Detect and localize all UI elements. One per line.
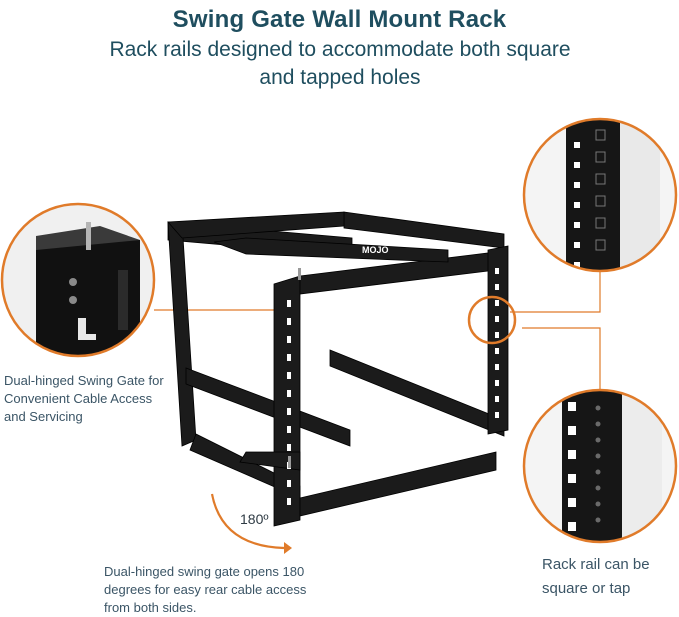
page-subtitle: Rack rails designed to accommodate both … — [40, 36, 640, 92]
caption-rack-rail: Rack rail can be square or tap — [542, 553, 672, 601]
hinge-detail-zoom — [2, 204, 154, 356]
hinge-pins — [288, 268, 301, 468]
caption-rear-access: Dual-hinged swing gate opens 180 degrees… — [104, 563, 334, 617]
hinge-detail-circle — [0, 202, 156, 358]
rail-highlight-circle — [467, 295, 517, 345]
square-hole-rail-circle — [522, 117, 678, 273]
subtitle-line-2: and tapped holes — [259, 66, 421, 89]
square-hole-rail-zoom — [524, 119, 676, 271]
caption-line: and Servicing — [4, 409, 83, 424]
swing-arc-arrow — [210, 493, 292, 554]
angle-label: 180º — [240, 511, 269, 527]
caption-swing-gate: Dual-hinged Swing Gate for Convenient Ca… — [4, 372, 184, 426]
caption-line: square or tap — [542, 580, 631, 597]
brand-logo: TEC MOJO — [358, 240, 389, 255]
page-title: Swing Gate Wall Mount Rack — [172, 6, 507, 33]
caption-line: Convenient Cable Access — [4, 391, 153, 406]
caption-line: Dual-hinged Swing Gate for — [4, 373, 164, 388]
tapped-rail-zoom — [524, 390, 676, 542]
caption-line: from both sides. — [104, 600, 197, 615]
rack-frame — [167, 211, 509, 527]
caption-line: Dual-hinged swing gate opens 180 — [104, 564, 305, 579]
brand-logo-small: TEC — [358, 240, 366, 245]
tapped-rail-circle — [522, 388, 678, 544]
subtitle-line-1: Rack rails designed to accommodate both … — [109, 38, 571, 61]
brand-logo-main: MOJO — [362, 245, 389, 255]
caption-line: Rack rail can be — [542, 556, 650, 573]
caption-line: degrees for easy rear cable access — [104, 582, 307, 597]
